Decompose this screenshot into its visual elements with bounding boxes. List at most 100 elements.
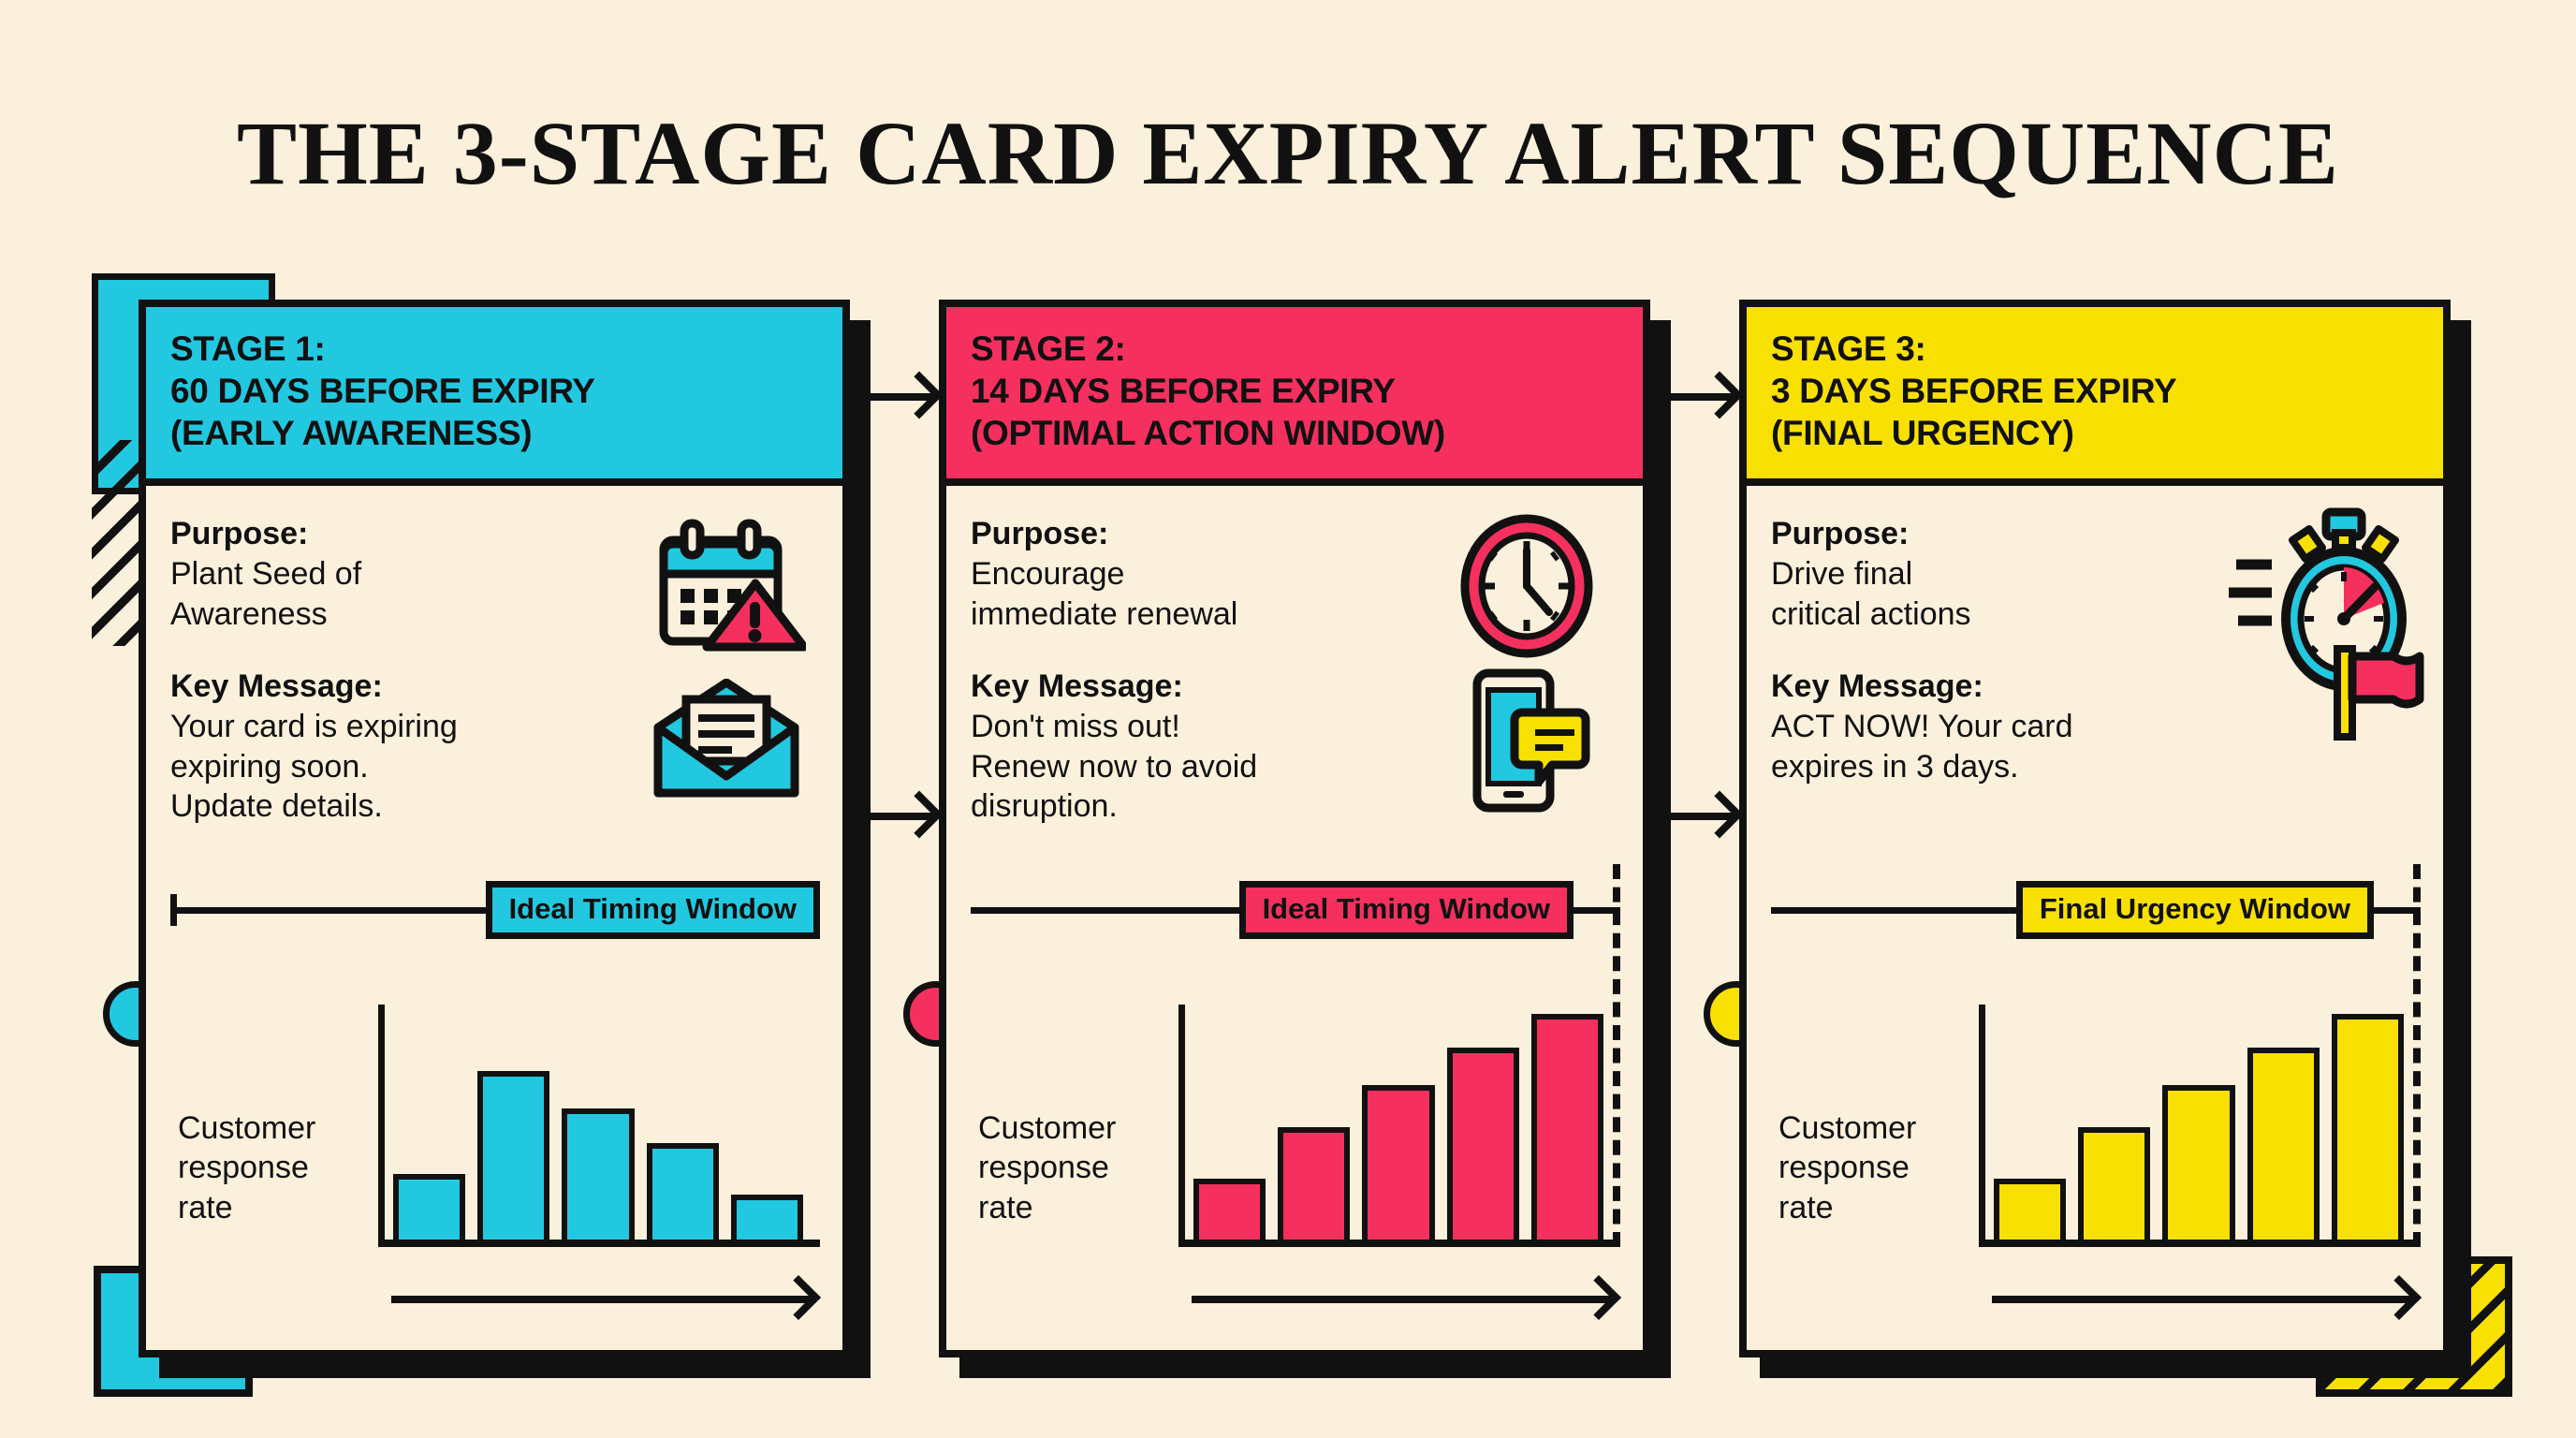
stage-2-purpose-line-2: immediate renewal	[971, 596, 1238, 633]
stage-card-1[interactable]: STAGE 1: 60 DAYS BEFORE EXPIRY (EARLY AW…	[139, 300, 850, 1357]
stage-2-chart-time-arrow	[1192, 1296, 1611, 1303]
stage-2-message-label: Key Message:	[971, 668, 1183, 704]
stage-1-header-line-2: 60 DAYS BEFORE EXPIRY	[170, 372, 595, 411]
stage-slot-2: STAGE 2: 14 DAYS BEFORE EXPIRY (OPTIMAL …	[903, 300, 1650, 1357]
stage-1-message-label: Key Message:	[170, 668, 383, 704]
open-envelope-icon	[647, 666, 806, 815]
stage-1-chart-x-axis	[378, 1240, 820, 1247]
arrow-stage1-to-stage2-bottom	[857, 813, 932, 820]
stage-3-purpose-line-1: Drive final	[1771, 556, 1913, 593]
stage-3-chart-deadline-dash	[2413, 864, 2421, 1247]
stage-1-message-text: Your card is expiring expiring soon. Upd…	[170, 707, 620, 827]
stage-3-bar-4	[2247, 1047, 2320, 1240]
arrow-stage1-to-stage2-top	[857, 393, 932, 401]
page-title: THE 3-STAGE CARD EXPIRY ALERT SEQUENCE	[237, 103, 2339, 203]
stage-2-timing-window-row: Ideal Timing Window	[971, 881, 1620, 940]
stage-2-bar-1	[1193, 1178, 1266, 1240]
stage-1-purpose-block: Purpose: Plant Seed of Awareness	[170, 514, 620, 634]
stage-2-message-line-2: Renew now to avoid	[971, 748, 1258, 785]
stage-2-timing-line-right	[1573, 906, 1620, 914]
stage-3-text-column: Purpose: Drive final critical actions Ke…	[1771, 514, 2220, 786]
stage-3-purpose-label: Purpose:	[1771, 516, 1910, 552]
stage-1-bar-4	[646, 1143, 719, 1240]
stage-3-timing-window-row: Final Urgency Window	[1771, 881, 2421, 940]
stage-3-chart-y-label: Customer response rate	[1778, 1108, 1956, 1228]
stage-2-header-line-2: 14 DAYS BEFORE EXPIRY	[971, 372, 1396, 411]
stage-1-chart-label-line-3: rate	[178, 1190, 233, 1226]
stage-card-3[interactable]: STAGE 3: 3 DAYS BEFORE EXPIRY (FINAL URG…	[1739, 300, 2451, 1357]
stage-1-purpose-text: Plant Seed of Awareness	[170, 554, 620, 635]
stage-2-header-line-1: STAGE 2:	[971, 330, 1126, 368]
arrow-stage2-to-stage3-bottom	[1658, 813, 1733, 820]
stage-1-purpose-line-1: Plant Seed of	[170, 556, 362, 593]
stage-2-bar-3	[1362, 1084, 1435, 1240]
stage-3-chart-label-line-3: rate	[1778, 1190, 1834, 1226]
stage-2-bar-5	[1530, 1014, 1604, 1240]
stage-1-bar-3	[562, 1108, 635, 1240]
stage-2-message-line-3: disruption.	[971, 788, 1118, 825]
stage-1-message-block: Key Message: Your card is expiring expir…	[170, 667, 620, 827]
stage-2-chart-label-line-1: Customer	[978, 1109, 1117, 1146]
stage-1-bar-2	[477, 1070, 550, 1240]
stage-slot-1: STAGE 1: 60 DAYS BEFORE EXPIRY (EARLY AW…	[103, 300, 850, 1357]
stage-3-chart-plot	[1979, 864, 2421, 1247]
stage-2-purpose-text: Encourage immediate renewal	[971, 554, 1420, 635]
stage-3-timing-window-badge: Final Urgency Window	[2015, 881, 2374, 940]
stage-2-timing-line-left	[971, 906, 1239, 914]
stage-3-bar-2	[2078, 1126, 2151, 1240]
stage-2-chart-bars	[1193, 1005, 1604, 1240]
stage-1-chart-label-line-2: response	[178, 1150, 309, 1186]
stage-1-message-line-1: Your card is expiring	[170, 708, 458, 744]
stage-1-header-line-1: STAGE 1:	[170, 330, 326, 368]
stage-3-chart: Customer response rate	[1771, 864, 2421, 1318]
stage-2-purpose-line-1: Encourage	[971, 556, 1125, 593]
stage-2-chart-label-line-3: rate	[978, 1190, 1033, 1226]
stage-3-message-block: Key Message: ACT NOW! Your card expires …	[1771, 667, 2220, 786]
stage-3-message-label: Key Message:	[1771, 668, 1983, 704]
stage-2-chart: Customer response rate	[971, 864, 1620, 1318]
stage-3-body: Purpose: Drive final critical actions Ke…	[1747, 486, 2443, 1350]
stage-1-header: STAGE 1: 60 DAYS BEFORE EXPIRY (EARLY AW…	[146, 307, 842, 487]
stage-1-timing-line	[177, 906, 486, 914]
stage-2-chart-plot	[1178, 864, 1620, 1247]
stage-2-text-column: Purpose: Encourage immediate renewal Key…	[971, 514, 1420, 827]
stage-3-chart-bars	[1994, 1005, 2405, 1240]
stage-2-purpose-block: Purpose: Encourage immediate renewal	[971, 514, 1420, 634]
stage-1-chart-plot	[378, 1005, 820, 1247]
stage-3-bar-3	[2162, 1084, 2235, 1240]
stage-2-message-line-1: Don't miss out!	[971, 708, 1180, 744]
stage-1-bar-5	[730, 1195, 804, 1240]
stage-1-chart: Customer response rate	[170, 991, 820, 1318]
stage-2-header-line-3: (OPTIMAL ACTION WINDOW)	[971, 414, 1445, 453]
stage-3-bar-1	[1994, 1178, 2067, 1240]
stage-2-icon-column	[1433, 506, 1620, 815]
stage-3-chart-label-line-1: Customer	[1778, 1109, 1917, 1146]
stage-3-chart-label-line-2: response	[1778, 1150, 1910, 1186]
stage-3-message-line-1: ACT NOW! Your card	[1771, 708, 2073, 744]
stage-3-chart-time-arrow	[1992, 1296, 2411, 1303]
stage-2-chart-deadline-dash	[1613, 864, 1620, 1247]
stage-2-message-text: Don't miss out! Renew now to avoid disru…	[971, 707, 1420, 827]
stage-1-chart-label-line-1: Customer	[178, 1109, 316, 1146]
stage-1-body: Purpose: Plant Seed of Awareness Key Mes…	[146, 486, 842, 1350]
stage-3-icon-column	[2229, 506, 2424, 787]
stage-3-timing-line-right	[2374, 906, 2421, 914]
stage-3-header-line-1: STAGE 3:	[1771, 330, 1926, 368]
stage-1-purpose-line-2: Awareness	[170, 596, 328, 633]
stage-1-chart-y-label: Customer response rate	[178, 1108, 356, 1228]
stage-sequence: STAGE 1: 60 DAYS BEFORE EXPIRY (EARLY AW…	[103, 300, 2451, 1357]
stage-3-purpose-line-2: critical actions	[1771, 596, 1971, 633]
stage-1-chart-time-arrow	[391, 1296, 811, 1303]
stage-2-bar-2	[1278, 1126, 1351, 1240]
stage-3-message-text: ACT NOW! Your card expires in 3 days.	[1771, 707, 2220, 787]
stage-3-header: STAGE 3: 3 DAYS BEFORE EXPIRY (FINAL URG…	[1747, 307, 2443, 487]
stage-1-message-line-2: expiring soon.	[170, 748, 369, 785]
stage-2-chart-label-line-2: response	[978, 1150, 1109, 1186]
stage-card-2[interactable]: STAGE 2: 14 DAYS BEFORE EXPIRY (OPTIMAL …	[939, 300, 1650, 1357]
stage-3-header-line-3: (FINAL URGENCY)	[1771, 414, 2074, 453]
stage-1-chart-y-axis	[378, 1005, 385, 1247]
stage-slot-3: STAGE 3: 3 DAYS BEFORE EXPIRY (FINAL URG…	[1704, 300, 2451, 1357]
stage-1-timing-window-row: Ideal Timing Window	[170, 881, 820, 940]
stage-2-chart-y-label: Customer response rate	[978, 1108, 1156, 1228]
stage-2-timing-window-badge: Ideal Timing Window	[1238, 881, 1573, 940]
